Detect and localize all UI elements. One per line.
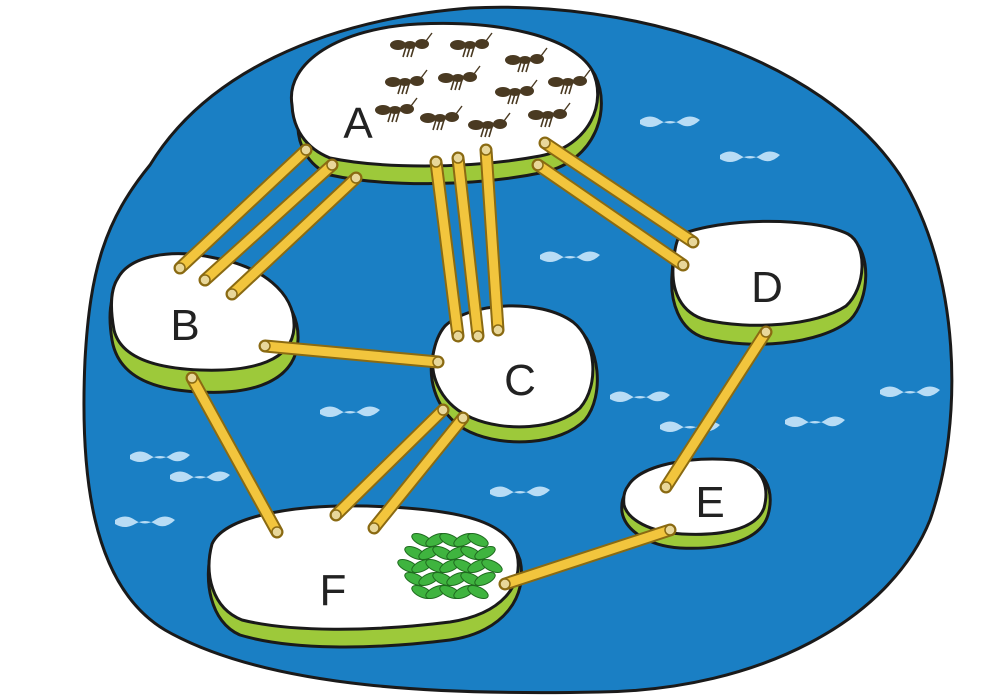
edge-c-f [329, 403, 470, 535]
leaf-icon [474, 546, 496, 560]
ant-icon [420, 105, 463, 131]
wave-mark [115, 516, 175, 527]
island-d-surface [671, 219, 864, 327]
node-label-a: A [343, 99, 373, 148]
leaf-icon [481, 559, 503, 573]
ant-icon [505, 47, 548, 73]
wave-mark [640, 116, 700, 127]
wave-mark [170, 471, 230, 482]
node-label-f: F [320, 566, 347, 615]
bridge-plank [451, 151, 485, 343]
node-label-c: C [504, 356, 536, 405]
wave-mark [490, 486, 550, 497]
edge-a-c [429, 143, 505, 343]
island-e[interactable] [620, 457, 772, 550]
bridge-plank [225, 171, 363, 301]
node-label-e: E [695, 478, 724, 527]
ant-icon [390, 32, 433, 58]
wave-mark [130, 451, 190, 462]
bridge-plank [258, 339, 445, 369]
edge-b-c [258, 339, 445, 369]
bridge-plank [198, 158, 339, 287]
island-a[interactable] [289, 21, 603, 186]
node-label-d: D [751, 263, 783, 312]
bridge-plank [531, 158, 690, 272]
bridges [173, 136, 773, 591]
ant-icon [528, 102, 571, 128]
edge-e-f [498, 523, 677, 591]
bridge-plank [498, 523, 677, 591]
ant-icon [385, 69, 428, 95]
island-e-surface [622, 457, 768, 536]
edge-d-e [659, 325, 773, 494]
bridge-plank [367, 411, 470, 535]
edge-a-b [173, 143, 363, 301]
ant-icon [468, 112, 511, 138]
bridge-plank [173, 143, 313, 275]
bridge-plank [429, 155, 465, 343]
wave-mark [785, 416, 845, 427]
edge-b-f [185, 371, 284, 539]
bridge-plank [329, 403, 450, 522]
wave-mark [610, 391, 670, 402]
ant-icon [438, 65, 481, 91]
bridge-plank [659, 325, 773, 494]
leaf-icon [467, 533, 489, 547]
island-d[interactable] [670, 219, 868, 346]
ant-icon [495, 79, 538, 105]
leaf-pile-icon [397, 533, 503, 599]
ant-icon [375, 97, 418, 123]
leaf-icon [467, 585, 489, 599]
leaf-icon [474, 572, 496, 586]
bridge-plank [185, 371, 284, 539]
ant-colony-icon [375, 32, 591, 138]
wave-mark [720, 151, 780, 162]
wave-mark [880, 386, 940, 397]
wave-mark [320, 406, 380, 417]
ant-icon [548, 69, 591, 95]
edge-a-d [531, 136, 700, 272]
ant-icon [450, 32, 493, 58]
node-label-b: B [170, 301, 199, 350]
wave-mark [540, 251, 600, 262]
bridge-plank [538, 136, 700, 249]
bridge-plank [479, 143, 505, 337]
